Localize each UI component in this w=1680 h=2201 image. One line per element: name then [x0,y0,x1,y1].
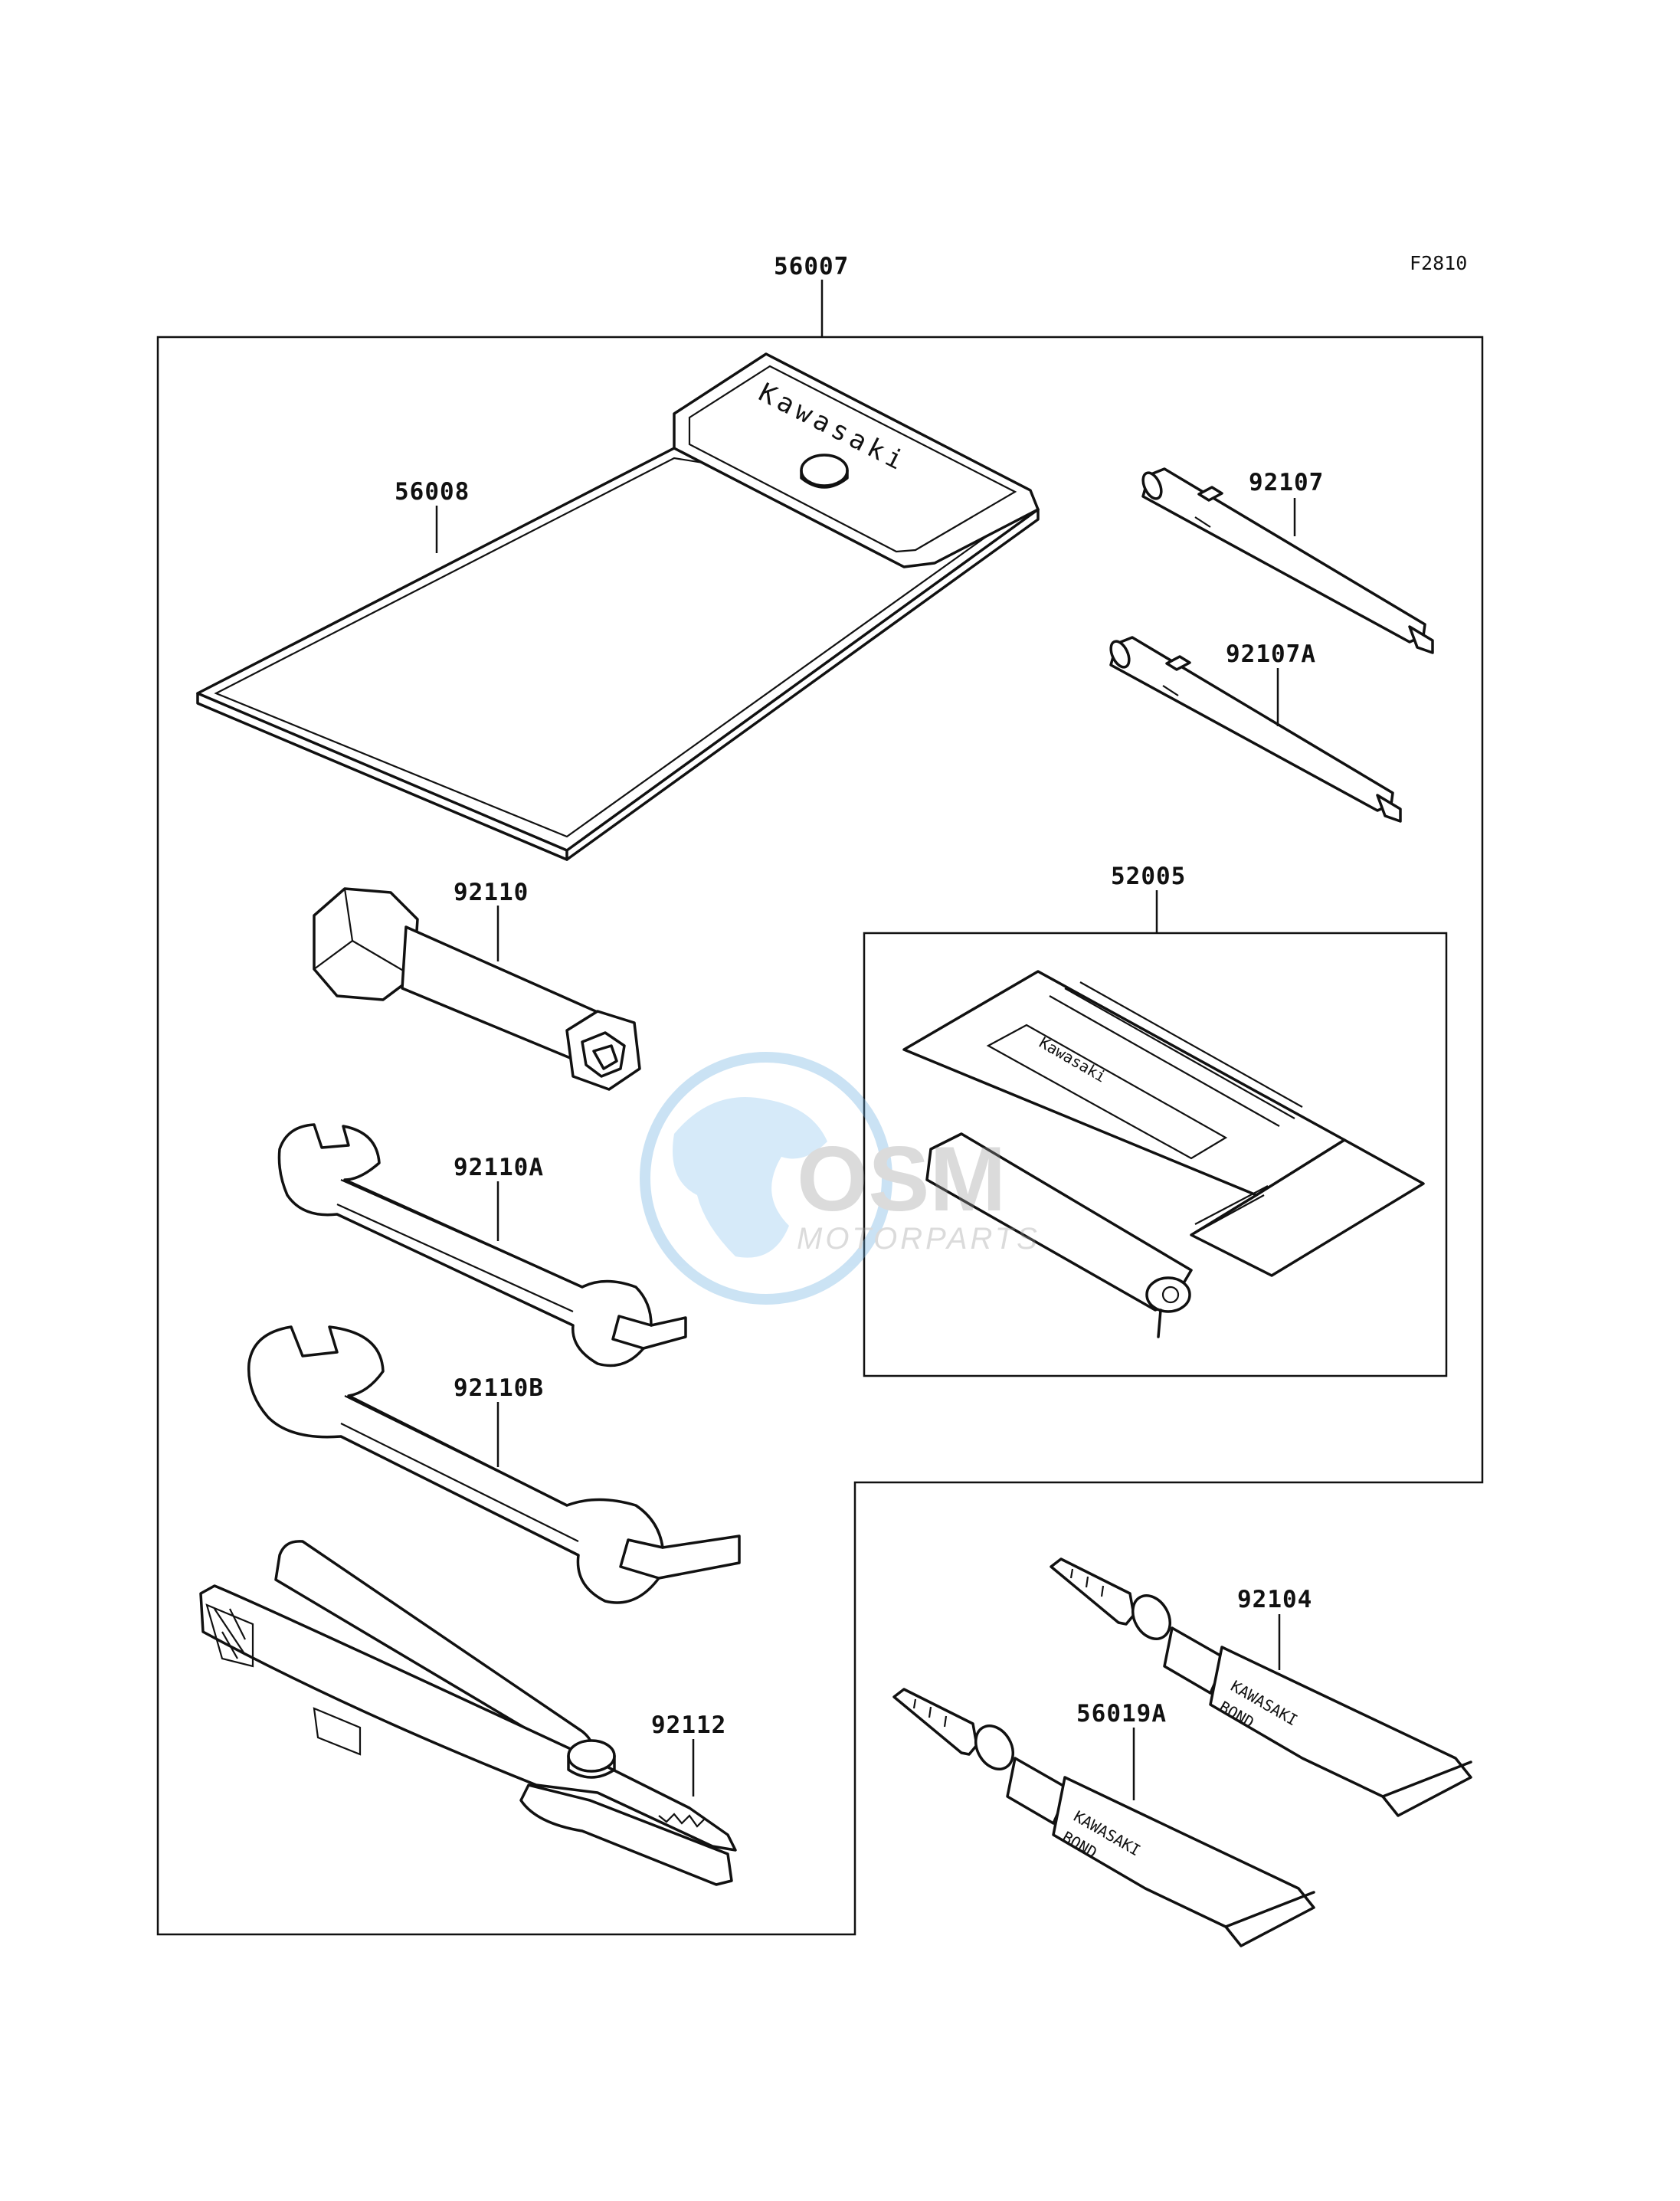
label-56008[interactable]: 56008 [395,478,470,506]
label-92104[interactable]: 92104 [1237,1586,1312,1613]
bond-tube-a[interactable]: KAWASAKI BOND [892,1688,1315,1947]
osm-watermark: OSM MOTORPARTS [640,1052,1040,1305]
label-56019A[interactable]: 56019A [1076,1700,1167,1728]
kit-outline [156,336,1484,1936]
repair-kit[interactable]: Kawasaki [902,970,1425,1338]
screwdriver[interactable] [1139,467,1434,654]
label-92112[interactable]: 92112 [651,1711,726,1739]
watermark-logo: OSM [797,1128,1006,1230]
label-92110[interactable]: 92110 [454,879,529,906]
watermark-tagline: MOTORPARTS [797,1222,1040,1256]
label-56007[interactable]: 56007 [774,253,849,280]
figure-ref: F2810 [1410,252,1467,274]
label-52005[interactable]: 52005 [1111,863,1186,890]
label-92110A[interactable]: 92110A [454,1154,544,1181]
repair-kit-box [863,932,1448,1377]
label-92110B[interactable]: 92110B [454,1374,544,1402]
pliers[interactable] [199,1540,737,1886]
tool-pouch[interactable]: Kawasaki [196,352,1040,861]
spark-plug-wrench[interactable] [313,887,641,1091]
bond-tube[interactable]: KAWASAKI BOND [1050,1557,1472,1817]
wrench-a[interactable] [277,1123,687,1367]
label-92107A[interactable]: 92107A [1226,640,1316,668]
wrench-b[interactable] [247,1325,741,1604]
screwdriver-a[interactable] [1107,636,1402,823]
label-92107[interactable]: 92107 [1249,469,1324,496]
